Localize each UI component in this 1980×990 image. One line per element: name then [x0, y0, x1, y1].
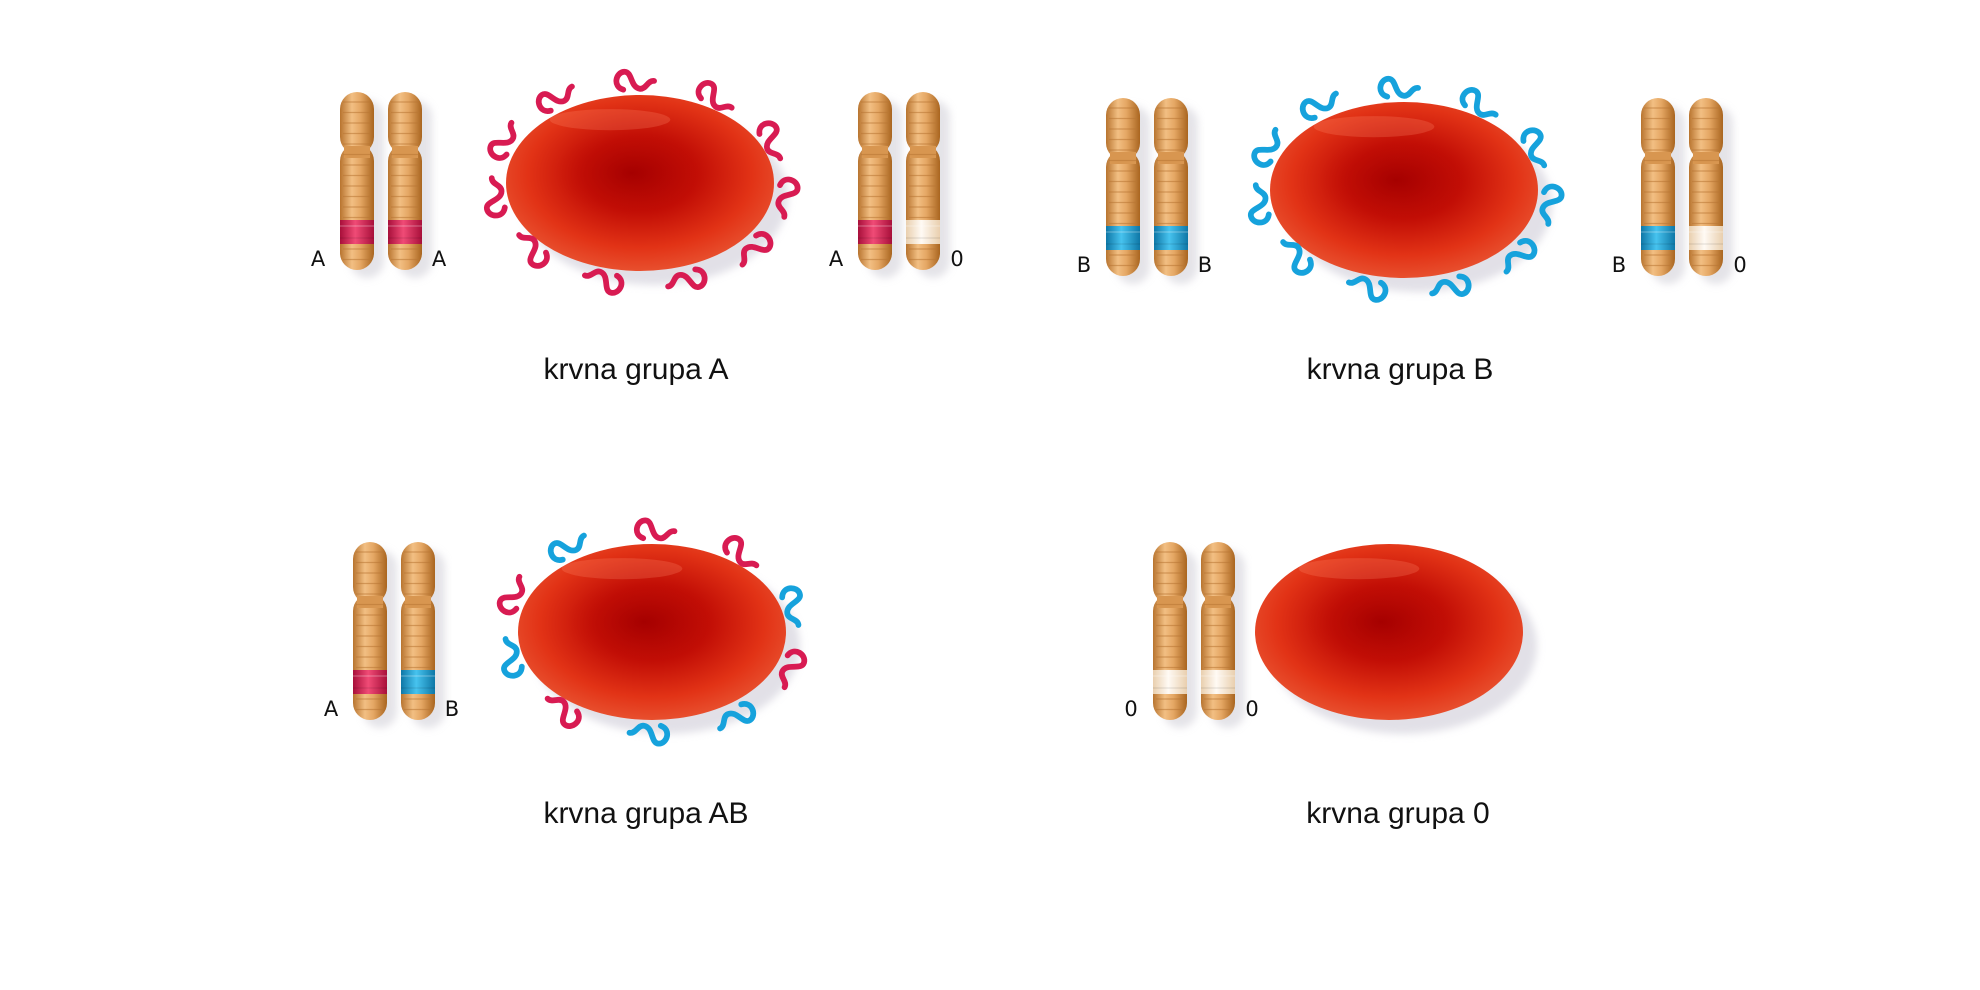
chromosome-left	[858, 92, 902, 278]
chromosome-right	[401, 542, 445, 728]
allele-band	[388, 220, 422, 244]
chromosome-right	[906, 92, 950, 278]
allele-label-left: A	[829, 247, 844, 271]
caption-blood-group-b: krvna grupa B	[1307, 353, 1494, 386]
cell-center	[566, 576, 722, 668]
chromosome-left	[340, 92, 384, 278]
caption-blood-group-0: krvna grupa 0	[1306, 797, 1489, 830]
allele-band	[906, 220, 940, 244]
allele-band	[1641, 226, 1675, 250]
allele-label-right: B	[1198, 253, 1212, 277]
chromosome-right	[1154, 98, 1198, 284]
red-blood-cell	[473, 60, 807, 303]
red-blood-cell	[1237, 67, 1571, 310]
chromosome-left	[1106, 98, 1150, 284]
allele-band	[340, 220, 374, 244]
caption-blood-group-a: krvna grupa A	[543, 353, 728, 386]
allele-label-left: B	[1077, 253, 1091, 277]
chromosome-right	[388, 92, 432, 278]
allele-label-right: 0	[950, 247, 963, 271]
antigen-a-icon	[613, 60, 655, 100]
chromosome-right	[1689, 98, 1733, 284]
allele-band	[1153, 670, 1187, 694]
chromosome-left	[353, 542, 397, 728]
allele-label-right: 0	[1245, 697, 1258, 721]
chromosome-left	[1153, 542, 1197, 728]
allele-band	[353, 670, 387, 694]
antigen-a-icon	[633, 509, 674, 549]
allele-band	[1106, 226, 1140, 250]
allele-band	[858, 220, 892, 244]
cell-center	[1318, 134, 1474, 226]
allele-band	[1154, 226, 1188, 250]
cell-center	[1303, 576, 1459, 668]
allele-label-left: 0	[1124, 697, 1137, 721]
red-blood-cell	[489, 509, 815, 755]
allele-band	[1689, 226, 1723, 250]
chromosome-right	[1201, 542, 1245, 728]
allele-band	[1201, 670, 1235, 694]
allele-label-right: B	[445, 697, 459, 721]
red-blood-cell	[1255, 544, 1537, 734]
allele-label-right: 0	[1733, 253, 1746, 277]
chromosome-left	[1641, 98, 1685, 284]
allele-label-right: A	[432, 247, 447, 271]
allele-band	[401, 670, 435, 694]
allele-label-left: A	[311, 247, 326, 271]
allele-label-left: A	[324, 697, 339, 721]
allele-label-left: B	[1612, 253, 1626, 277]
cell-center	[554, 127, 710, 219]
antigen-b-icon	[1377, 67, 1419, 107]
caption-blood-group-ab: krvna grupa AB	[543, 797, 748, 830]
